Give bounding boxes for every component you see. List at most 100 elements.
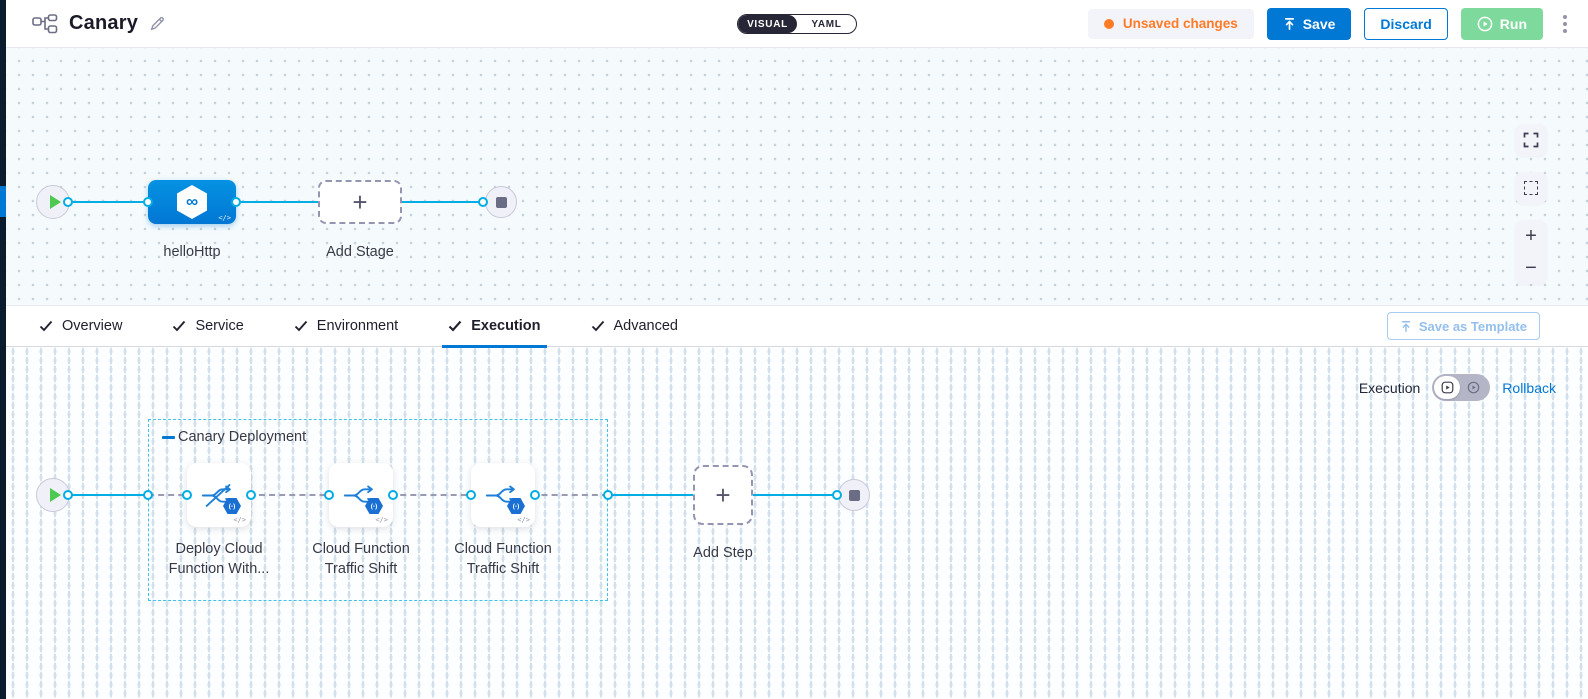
check-icon (591, 320, 604, 332)
connector-dot (143, 490, 153, 500)
execution-canvas[interactable]: Execution Rollback (6, 347, 1588, 699)
unsaved-changes-label: Unsaved changes (1122, 16, 1238, 31)
tab-overview[interactable]: Overview (39, 305, 122, 347)
step-label-line2: Traffic Shift (324, 561, 398, 577)
toggle-yaml[interactable]: YAML (811, 18, 842, 30)
connector-dot (388, 490, 398, 500)
run-label: Run (1499, 15, 1527, 32)
tab-label: Overview (62, 318, 123, 334)
zoom-out-button[interactable]: − (1525, 256, 1537, 279)
save-button[interactable]: Save (1266, 7, 1352, 40)
connector-dot (466, 490, 476, 500)
badge-glyph: (-) (228, 502, 236, 510)
save-as-template-label: Save as Template (1418, 318, 1527, 334)
connector-dot (231, 197, 241, 207)
execution-end-node (838, 479, 870, 511)
selected-stage-rail-indicator (0, 186, 6, 217)
tab-execution[interactable]: Execution (442, 305, 547, 348)
start-play-icon (49, 195, 61, 209)
save-as-template-button[interactable]: Save as Template (1386, 312, 1540, 340)
plus-icon: + (352, 187, 368, 217)
header-actions: Unsaved changes Save Discard (1087, 7, 1588, 40)
add-stage-button[interactable]: + (318, 180, 402, 224)
rollback-mode-button[interactable] (1460, 376, 1486, 399)
step-traffic-shift-2[interactable]: (-) </> (471, 463, 535, 527)
tab-advanced[interactable]: Advanced (591, 305, 679, 347)
page-title: Canary (69, 12, 139, 34)
run-play-icon (1477, 16, 1493, 32)
tab-environment[interactable]: Environment (294, 305, 398, 347)
exec-connector-line (53, 494, 148, 496)
run-button[interactable]: Run (1460, 7, 1543, 40)
collapse-group-icon[interactable] (162, 435, 175, 439)
step-deploy-cloud-function[interactable]: (-) </> (187, 463, 251, 527)
badge-glyph: (-) (512, 502, 520, 510)
connector-dot (246, 490, 256, 500)
exec-connector-line (608, 494, 693, 496)
toggle-visual[interactable]: VISUAL (738, 15, 797, 33)
end-stop-icon (848, 489, 860, 501)
connector-dot (478, 197, 488, 207)
step-label-line2: Function With... (168, 561, 270, 577)
more-options-menu-icon[interactable] (1556, 9, 1574, 39)
zoom-controls: + − (1515, 220, 1547, 284)
save-upload-icon (1283, 17, 1296, 31)
visual-yaml-toggle: VISUAL YAML (737, 14, 857, 34)
group-label-row: Canary Deployment (162, 429, 306, 445)
connector-dot (182, 490, 192, 500)
upload-icon (1401, 320, 1411, 332)
pipeline-end-node (485, 186, 517, 218)
fullscreen-button[interactable] (1515, 124, 1547, 156)
step-label-line1: Cloud Function (454, 541, 552, 557)
check-icon (294, 320, 308, 332)
cloud-functions-badge-icon: (-) (507, 498, 525, 514)
connector-dot (832, 490, 842, 500)
stage-node-hellohttp[interactable]: ∞ </> (148, 180, 236, 224)
connector-dot (63, 490, 73, 500)
execution-rollback-switch (1432, 374, 1491, 401)
connector-dot (530, 490, 540, 500)
connector-dot (603, 490, 613, 500)
code-badge-icon: </> (218, 214, 231, 222)
edit-pencil-icon[interactable] (149, 15, 166, 32)
add-step-label: Add Step (693, 545, 753, 561)
add-step-button[interactable]: + (693, 465, 753, 525)
fullscreen-icon (1523, 132, 1539, 148)
execution-play-icon (1441, 381, 1454, 394)
check-icon (173, 320, 186, 332)
zoom-in-button[interactable]: + (1525, 224, 1537, 247)
step-label: Cloud Function Traffic Shift (428, 539, 578, 579)
step-label: Deploy Cloud Function With... (144, 539, 294, 579)
header-left: Canary (6, 12, 166, 35)
exec-connector-line (753, 494, 837, 496)
group-name-label: Canary Deployment (178, 429, 307, 445)
rollback-link[interactable]: Rollback (1502, 379, 1556, 396)
start-play-icon (49, 488, 61, 502)
custom-stage-hexagon-icon: ∞ (177, 185, 207, 219)
marquee-select-icon (1524, 181, 1538, 195)
code-badge-icon: </> (375, 516, 388, 524)
tab-service[interactable]: Service (172, 305, 244, 347)
tab-label: Execution (471, 318, 541, 334)
connector-dot (143, 197, 153, 207)
discard-button[interactable]: Discard (1364, 7, 1448, 40)
badge-glyph: (-) (370, 502, 378, 510)
step-traffic-shift-1[interactable]: (-) </> (329, 463, 393, 527)
marquee-select-button[interactable] (1515, 172, 1547, 204)
canary-deployment-group[interactable]: Canary Deployment (148, 419, 608, 601)
tab-label: Advanced (613, 318, 679, 334)
tab-label: Service (195, 318, 244, 334)
stage-canvas[interactable]: ∞ </> helloHttp + Add Stage + − (6, 48, 1588, 305)
step-label: Cloud Function Traffic Shift (286, 539, 436, 579)
header: Canary VISUAL YAML Unsaved changes (6, 0, 1588, 48)
stage-connector-line (53, 201, 483, 203)
execution-rollback-row: Execution Rollback (1359, 374, 1556, 401)
collapsed-nav-rail (0, 0, 6, 699)
infinity-glyph: ∞ (185, 192, 199, 211)
execution-mode-button[interactable] (1434, 376, 1461, 399)
unsaved-changes-badge: Unsaved changes (1087, 8, 1254, 39)
code-badge-icon: </> (517, 516, 530, 524)
connector-dot (324, 490, 334, 500)
discard-label: Discard (1380, 15, 1432, 32)
